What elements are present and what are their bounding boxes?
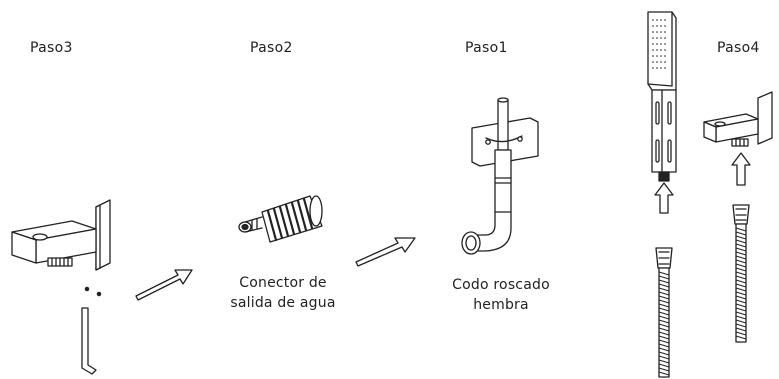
screws-icon <box>84 286 102 297</box>
step-label-paso2: Paso2 <box>250 40 293 56</box>
wall-bracket-paso4-icon <box>703 91 773 147</box>
arrow-1-icon <box>135 269 193 301</box>
water-outlet-connector-icon <box>238 195 323 243</box>
hex-key-icon <box>81 307 97 375</box>
hand-shower-icon <box>647 11 677 182</box>
long-hose-icon <box>655 247 673 378</box>
arrow-up-right-icon <box>731 152 751 186</box>
step-label-paso3: Paso3 <box>30 40 73 56</box>
connector-caption-line1: Conector de <box>239 275 327 291</box>
threaded-elbow-icon <box>461 97 539 255</box>
elbow-caption: Codo roscado hembra <box>436 275 566 315</box>
wall-bracket-icon <box>11 199 111 271</box>
step-label-paso4: Paso4 <box>717 40 760 56</box>
arrow-2-icon <box>355 237 416 267</box>
connector-caption: Conector de salida de agua <box>218 273 348 313</box>
arrow-up-left-icon <box>654 182 674 214</box>
elbow-caption-line2: hembra <box>473 297 529 313</box>
step-label-paso1: Paso1 <box>465 40 508 56</box>
connector-caption-line2: salida de agua <box>230 295 336 311</box>
elbow-caption-line1: Codo roscado <box>452 277 550 293</box>
short-hose-icon <box>732 204 750 343</box>
